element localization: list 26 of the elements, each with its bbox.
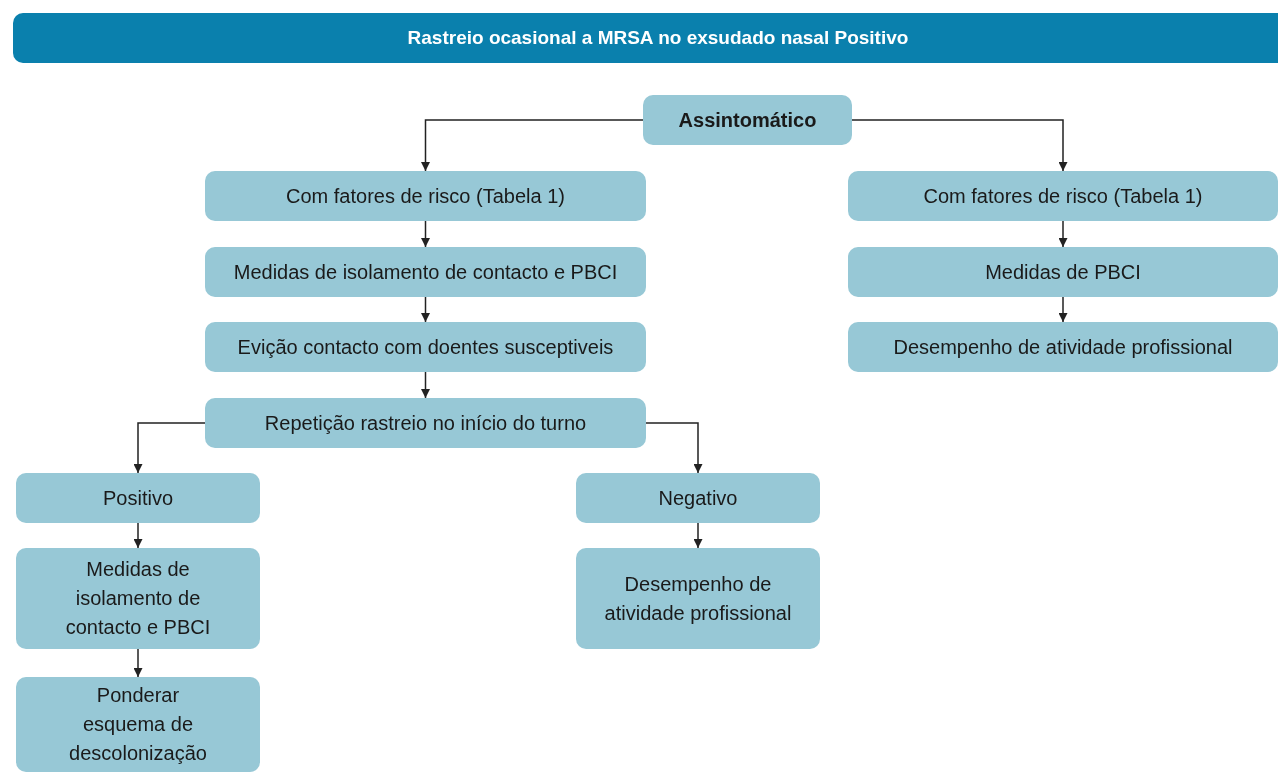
arrow <box>133 522 143 549</box>
arrow <box>693 522 703 549</box>
arrow <box>421 119 644 172</box>
arrow <box>851 119 1068 172</box>
process-box: Desempenho de atividade profissional <box>576 548 820 649</box>
process-box: Desempenho de atividade profissional <box>848 322 1278 372</box>
arrow <box>421 296 430 323</box>
arrow <box>1058 220 1068 248</box>
process-box: Com fatores de risco (Tabela 1) <box>848 171 1278 221</box>
process-box: Medidas de isolamento de contacto e PBCI <box>205 247 646 297</box>
process-box: Medidas de isolamento de contacto e PBCI <box>16 548 260 649</box>
process-box: Assintomático <box>643 95 852 145</box>
arrow <box>133 422 206 474</box>
process-box: Evição contacto com doentes susceptiveis <box>205 322 646 372</box>
arrow <box>421 371 430 399</box>
process-box: Repetição rastreio no início do turno <box>205 398 646 448</box>
title-banner: Rastreio ocasional a MRSA no exsudado nasal Positivo <box>13 13 1278 63</box>
process-box: Positivo <box>16 473 260 523</box>
process-box: Negativo <box>576 473 820 523</box>
process-box: Com fatores de risco (Tabela 1) <box>205 171 646 221</box>
arrow <box>645 422 703 474</box>
process-box: Ponderar esquema de descolonização <box>16 677 260 772</box>
arrow <box>421 220 430 248</box>
arrow <box>133 648 143 678</box>
process-box: Medidas de PBCI <box>848 247 1278 297</box>
arrow <box>1058 296 1068 323</box>
